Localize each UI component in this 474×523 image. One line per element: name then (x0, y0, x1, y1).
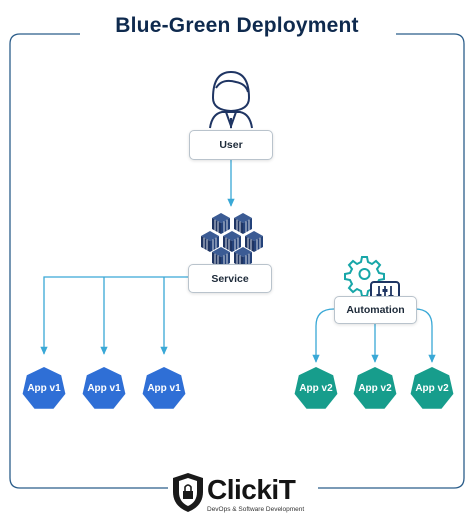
app-v2-hexagon-2 (353, 367, 397, 409)
container-cube (223, 231, 241, 252)
app-v1-label-1: App v1 (27, 383, 61, 394)
container-cube (212, 213, 230, 234)
app-v2-hexagon-1 (294, 367, 338, 409)
brand-tagline: DevOps & Software Development (207, 506, 305, 513)
automation-branch-lines (312, 308, 436, 363)
app-v1-label-2: App v1 (87, 383, 121, 394)
container-cube (201, 231, 219, 252)
user-icon (209, 70, 253, 129)
app-v2-label-2: App v2 (358, 383, 392, 394)
app-v1-hexagon-2 (82, 367, 126, 409)
automation-node: Automation (334, 296, 417, 324)
outer-frame (9, 33, 465, 489)
app-v1-hexagon-1 (22, 367, 66, 409)
diagram-title: Blue-Green Deployment (115, 14, 359, 37)
shield-lock-icon (173, 473, 203, 512)
service-node: Service (188, 264, 272, 293)
app-v1-label-3: App v1 (147, 383, 181, 394)
brand-name: ClickiT (207, 474, 296, 505)
container-cube (245, 231, 263, 252)
container-stack-icon (201, 213, 263, 268)
app-v2-hexagon-3 (410, 367, 454, 409)
service-branch-lines (40, 276, 188, 355)
user-node: User (189, 130, 273, 160)
app-v2-label-1: App v2 (299, 383, 333, 394)
app-v1-hexagon-3 (142, 367, 186, 409)
container-cube (234, 213, 252, 234)
app-v2-label-3: App v2 (415, 383, 449, 394)
